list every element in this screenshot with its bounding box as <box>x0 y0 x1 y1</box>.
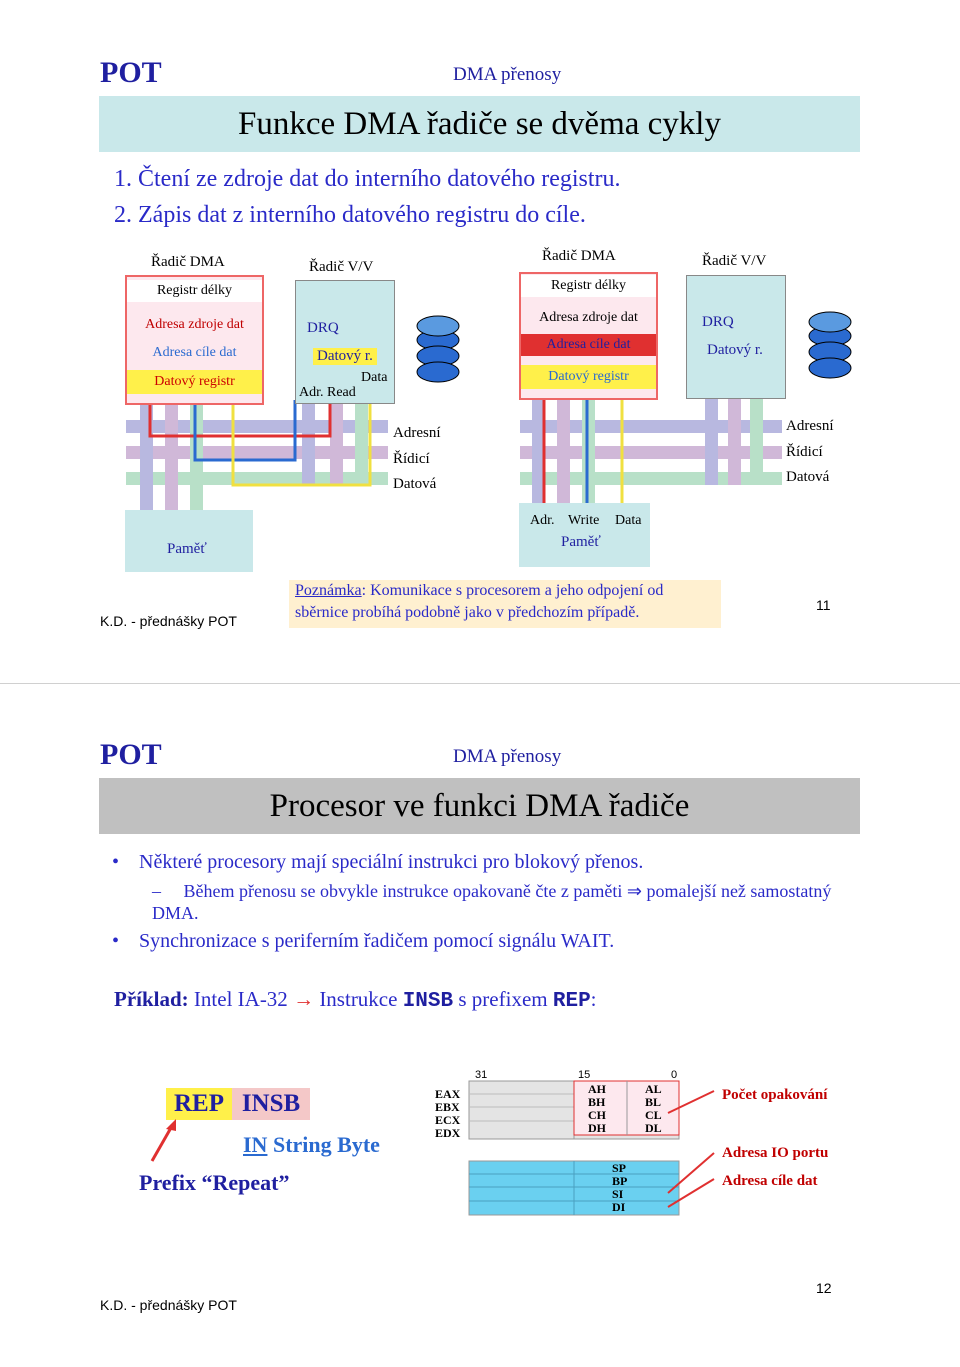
reg-bp: BP <box>612 1174 628 1188</box>
dst-address: Adresa cíle dat <box>152 345 237 360</box>
bus-address-label: Adresní <box>393 425 441 441</box>
register-diagram-svg <box>150 1080 715 1216</box>
bus-diagram-svg <box>126 311 852 512</box>
slide-title: Funkce DMA řadiče se dvěma cykly <box>99 96 860 152</box>
disk-icon-left <box>416 315 460 383</box>
bit-0: 0 <box>671 1069 678 1081</box>
io-controller-title: Řadič V/V <box>309 259 374 275</box>
disk-icon-right <box>808 311 852 379</box>
write-signal: Write <box>568 513 600 528</box>
data-register-right: Datový registr <box>521 365 656 389</box>
bus-control-label-right: Řídicí <box>786 444 823 460</box>
io-data-register-right: Datový r. <box>707 342 763 358</box>
reg-ch: CH <box>588 1108 606 1122</box>
data-register: Datový registr <box>127 370 262 394</box>
reg-sp: SP <box>612 1161 627 1175</box>
io-controller-left <box>295 280 395 404</box>
reg-bl: BL <box>645 1095 662 1109</box>
reg-bh: BH <box>588 1095 606 1109</box>
example-line: Příklad: Intel IA-32 → Instrukce INSB s … <box>114 987 597 1013</box>
length-register: Registr délky <box>127 280 262 302</box>
reg-dl: DL <box>645 1121 662 1135</box>
footer-2: K.D. - přednášky POT <box>100 1297 237 1313</box>
in-string-byte: IN String Byte <box>243 1132 380 1157</box>
header-topic: DMA přenosy <box>453 64 562 85</box>
src-address-right: Adresa zdroje dat <box>539 310 638 325</box>
dst-address-right: Adresa cíle dat <box>521 334 656 356</box>
bus-control-label: Řídicí <box>393 451 430 467</box>
reg-ecx: ECX <box>435 1113 461 1127</box>
bit-31: 31 <box>475 1069 488 1081</box>
prefix-repeat: Prefix “Repeat” <box>139 1170 290 1195</box>
page-number-2: 12 <box>816 1280 832 1296</box>
data-signal-right: Data <box>615 513 642 528</box>
reg-ah: AH <box>588 1082 606 1096</box>
implies-icon: ⇒ <box>626 881 642 901</box>
reg-si: SI <box>612 1187 624 1201</box>
bullet-1: • Některé procesory mají speciální instr… <box>112 851 644 873</box>
reg-al: AL <box>645 1082 662 1096</box>
note-box: Poznámka: Komunikace s procesorem a jeho… <box>289 580 721 628</box>
drq-label: DRQ <box>307 320 339 336</box>
memory-right <box>519 503 650 567</box>
arrow-right-icon: → <box>293 987 315 1011</box>
bullet-2: • Synchronizace s periferním řadičem pom… <box>112 930 615 952</box>
header-pot: POT <box>100 56 162 89</box>
bit-15: 15 <box>578 1069 591 1081</box>
reg-cl: CL <box>645 1108 662 1122</box>
memory-right-label: Paměť <box>561 534 601 550</box>
rep-box: REP <box>166 1088 232 1120</box>
bus-data-label-right: Datová <box>786 469 830 485</box>
dma-controller-title: Řadič DMA <box>151 254 225 270</box>
page-number: 11 <box>816 597 831 613</box>
adr-read-signal: Adr. Read <box>299 385 356 400</box>
insb-box: INSB <box>232 1088 310 1120</box>
slide-title-2: Procesor ve funkci DMA řadiče <box>99 778 860 834</box>
reg-di: DI <box>612 1200 626 1214</box>
drq-label-right: DRQ <box>702 314 734 330</box>
step-2: 2. Zápis dat z interního datového regist… <box>114 202 586 228</box>
reg-dh: DH <box>588 1121 606 1135</box>
note-label: Poznámka <box>295 582 362 599</box>
header-pot-2: POT <box>100 738 162 771</box>
header-topic-2: DMA přenosy <box>453 746 562 767</box>
bus-address-label-right: Adresní <box>786 418 834 434</box>
io-data-register: Datový r. <box>313 348 377 365</box>
io-port-label: Adresa IO portu <box>722 1145 829 1161</box>
reg-edx: EDX <box>435 1126 461 1140</box>
reg-eax: EAX <box>435 1087 461 1101</box>
dma-controller-title-right: Řadič DMA <box>542 248 616 264</box>
memory-left <box>125 510 253 572</box>
bus-data-label: Datová <box>393 476 437 492</box>
slide-divider <box>0 683 960 684</box>
memory-left-label: Paměť <box>167 541 207 557</box>
adr-signal: Adr. <box>530 513 555 528</box>
count-label: Počet opakování <box>722 1087 828 1103</box>
dst-address-label: Adresa cíle dat <box>722 1173 818 1189</box>
io-controller-right <box>686 275 786 399</box>
src-address: Adresa zdroje dat <box>145 317 244 332</box>
step-1: 1. Čtení ze zdroje dat do interního dato… <box>114 166 621 192</box>
sub-bullet-1: – Během přenosu se obvykle instrukce opa… <box>152 881 832 923</box>
note-text: : Komunikace s procesorem a jeho odpojen… <box>295 582 664 621</box>
footer: K.D. - přednášky POT <box>100 613 237 629</box>
data-signal: Data <box>361 370 388 385</box>
length-register-right: Registr délky <box>521 275 656 297</box>
reg-ebx: EBX <box>435 1100 460 1114</box>
io-controller-title-right: Řadič V/V <box>702 253 767 269</box>
